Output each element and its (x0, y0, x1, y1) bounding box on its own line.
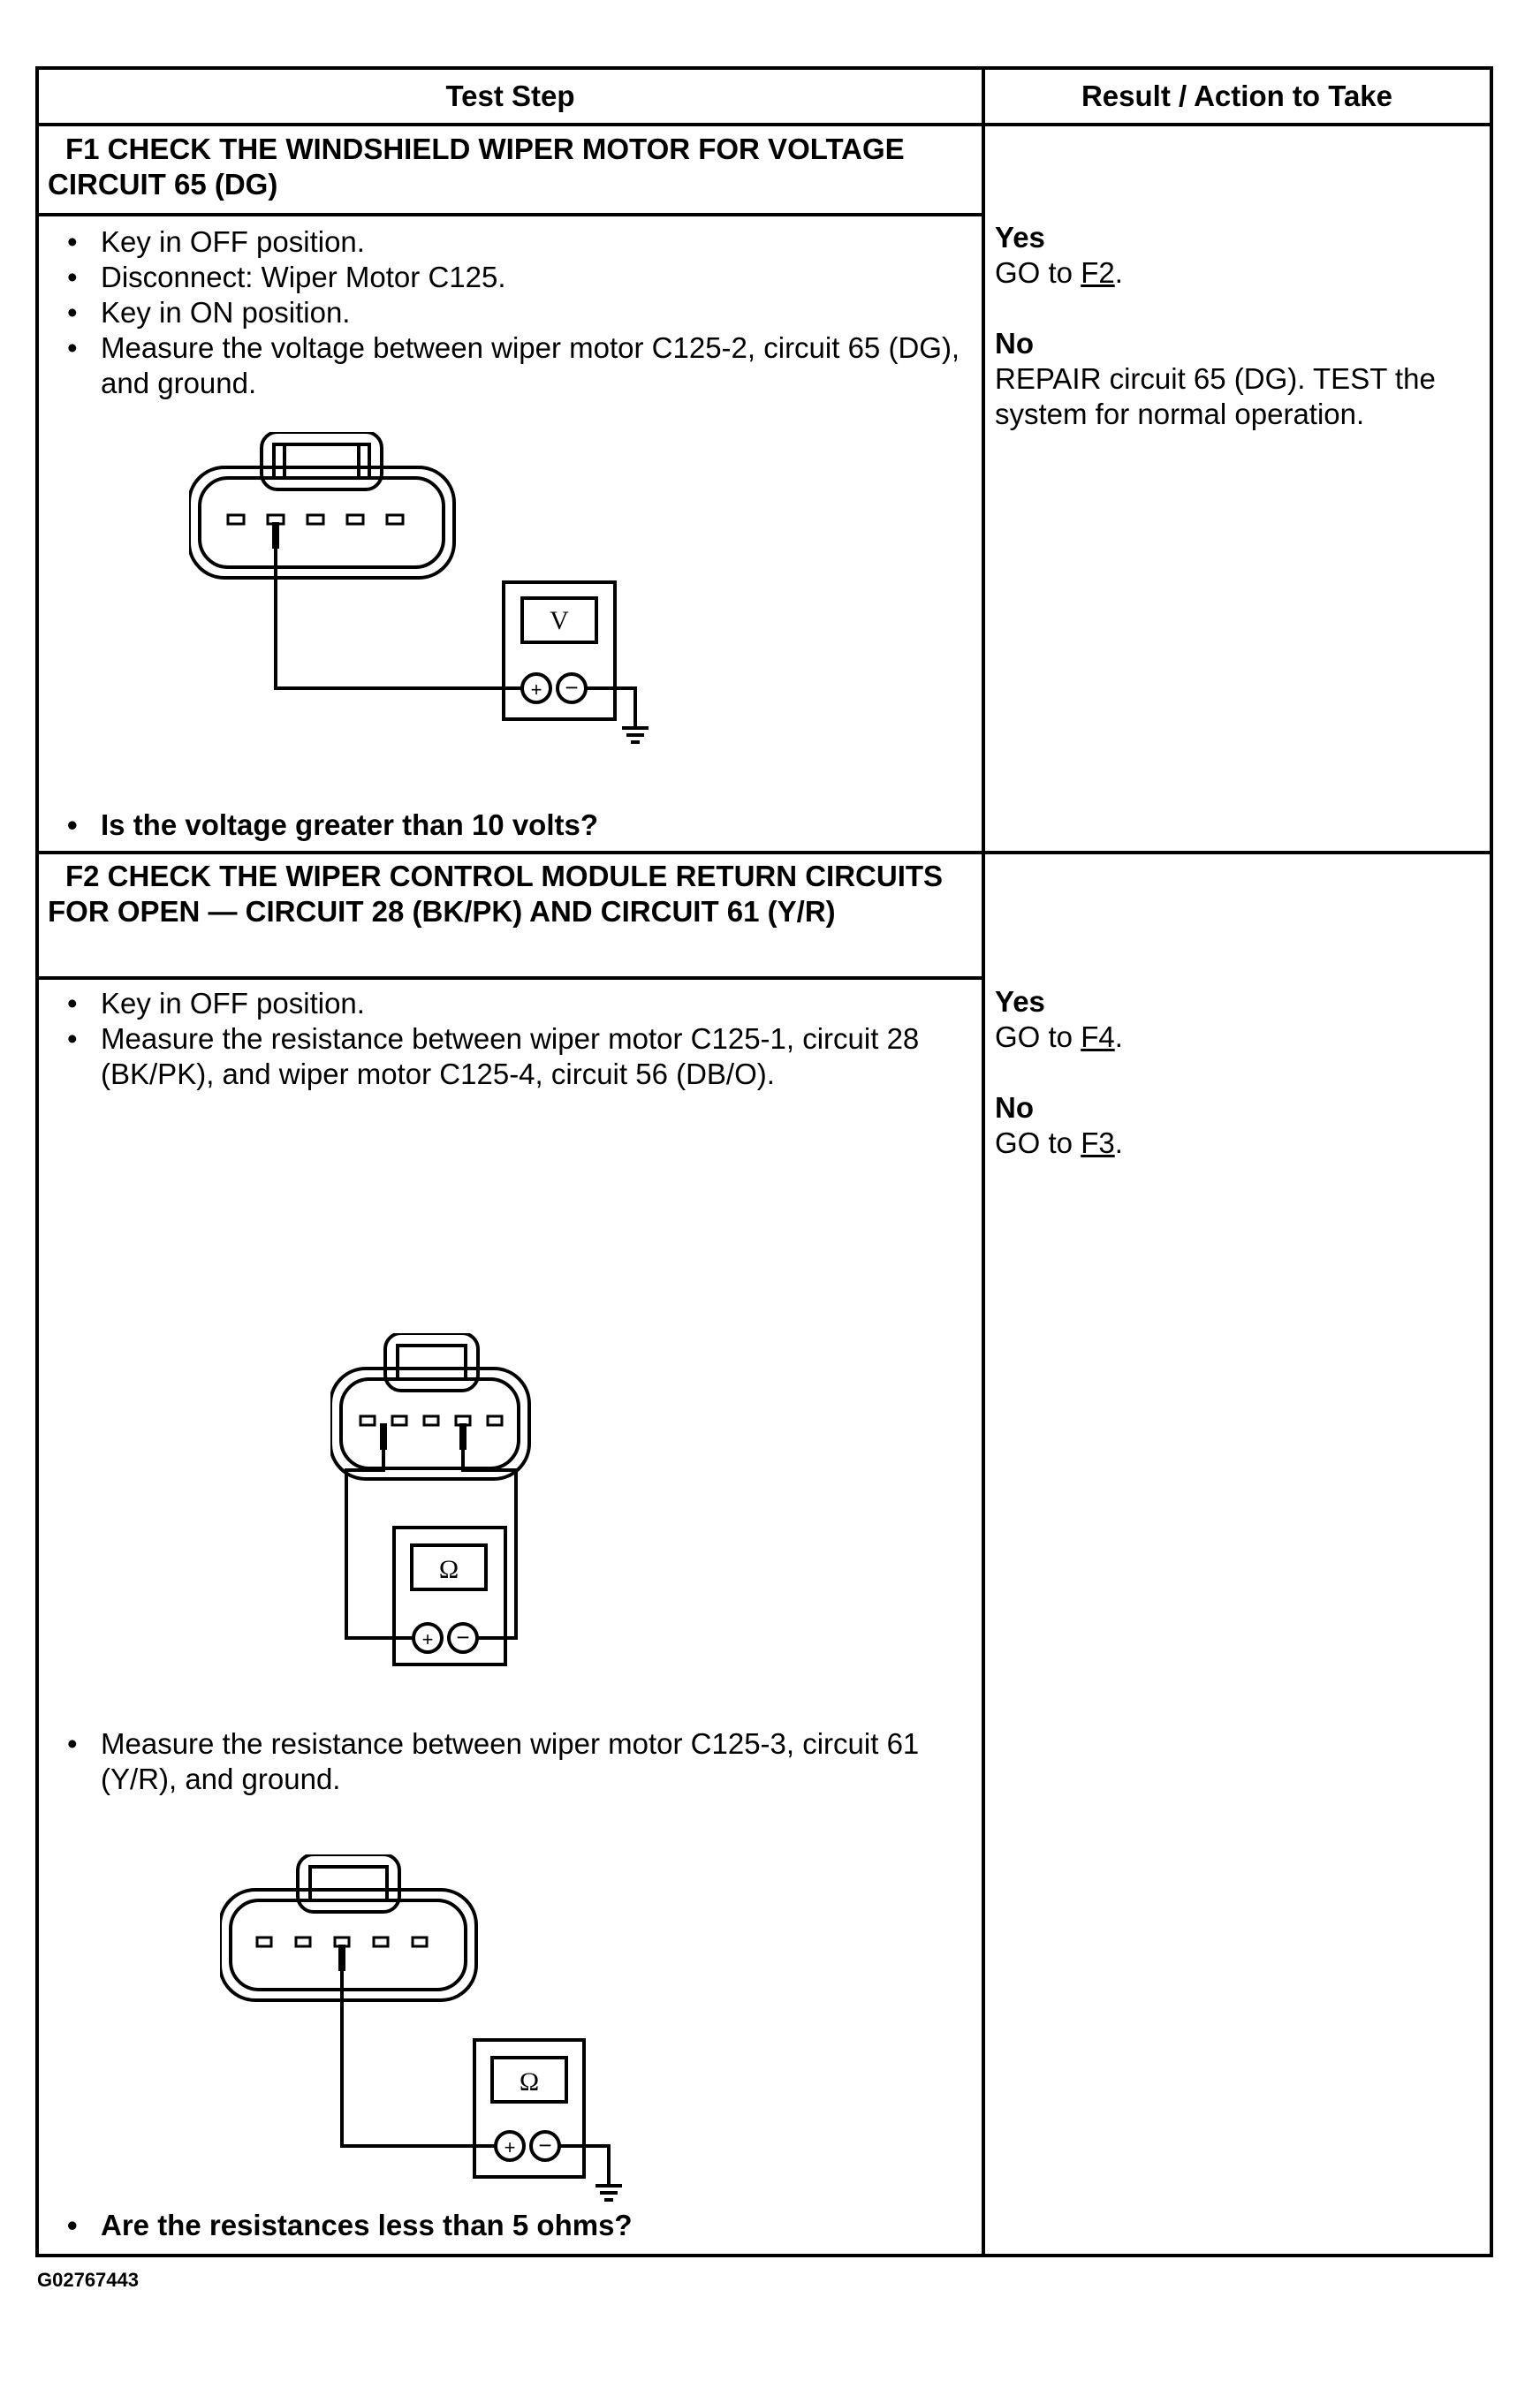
f1-yes-action: GO to F2. (995, 256, 1123, 289)
f1-no-label: No (995, 327, 1034, 360)
f1-title-divider (39, 213, 982, 216)
f2-title-divider (39, 976, 982, 980)
f1-question-list: Is the voltage greater than 10 volts? (39, 808, 975, 843)
figure-id: G02767443 (37, 2269, 139, 2291)
f2-steps-b: Measure the resistance between wiper mot… (39, 1726, 975, 1797)
f1-yes-label: Yes (995, 221, 1045, 254)
voltmeter-label: V (550, 606, 569, 635)
f1-steps: Key in OFF position. Disconnect: Wiper M… (39, 224, 975, 401)
f1-step: Measure the voltage between wiper motor … (39, 330, 975, 401)
svg-text:+: + (422, 1628, 434, 1650)
goto-f2-link[interactable]: F2 (1081, 256, 1115, 289)
f2-yes-label: Yes (995, 985, 1045, 1018)
goto-f4-link[interactable]: F4 (1081, 1020, 1115, 1053)
svg-text:−: − (538, 2132, 551, 2158)
f1-step: Key in OFF position. (39, 224, 975, 260)
f1-question: Is the voltage greater than 10 volts? (39, 808, 975, 843)
f1-voltmeter-diagram: V + − (189, 432, 649, 744)
f1-step: Disconnect: Wiper Motor C125. (39, 260, 975, 295)
svg-text:+: + (504, 2136, 516, 2158)
f2-question: Are the resistances less than 5 ohms? (39, 2208, 975, 2243)
header-test-step: Test Step (445, 80, 575, 112)
f2-no-label: No (995, 1091, 1034, 1124)
header-result: Result / Action to Take (1081, 80, 1393, 112)
f2-title: F2 CHECK THE WIPER CONTROL MODULE RETURN… (48, 860, 944, 928)
f2-result: Yes GO to F4. No GO to F3. (995, 984, 1490, 1161)
svg-text:−: − (456, 1624, 469, 1650)
f2-step: Measure the resistance between wiper mot… (39, 1021, 975, 1092)
f2-ohmmeter-diagram-2: Ω + − (220, 1854, 622, 2202)
f2-steps: Key in OFF position. Measure the resista… (39, 986, 975, 1092)
f2-yes-action: GO to F4. (995, 1020, 1123, 1053)
f1-step: Key in ON position. (39, 295, 975, 330)
f2-step: Measure the resistance between wiper mot… (39, 1726, 975, 1797)
column-divider (982, 70, 985, 2254)
ohmmeter-label: Ω (439, 1555, 459, 1584)
header-divider (39, 123, 1490, 126)
f1-no-action: REPAIR circuit 65 (DG). TEST the system … (995, 362, 1436, 430)
f2-question-list: Are the resistances less than 5 ohms? (39, 2208, 975, 2243)
ohmmeter-label: Ω (520, 2067, 539, 2097)
f1-f2-divider (39, 851, 1490, 854)
svg-text:−: − (565, 674, 578, 701)
svg-text:+: + (531, 679, 542, 701)
f2-ohmmeter-diagram-1: Ω + − (330, 1333, 531, 1666)
f2-step: Key in OFF position. (39, 986, 975, 1021)
f1-title: F1 CHECK THE WINDSHIELD WIPER MOTOR FOR … (48, 133, 905, 201)
test-table: Test Step Result / Action to Take F1 CHE… (35, 66, 1493, 2257)
f1-result: Yes GO to F2. No REPAIR circuit 65 (DG).… (995, 220, 1490, 432)
goto-f3-link[interactable]: F3 (1081, 1126, 1115, 1159)
f2-no-action: GO to F3. (995, 1126, 1123, 1159)
